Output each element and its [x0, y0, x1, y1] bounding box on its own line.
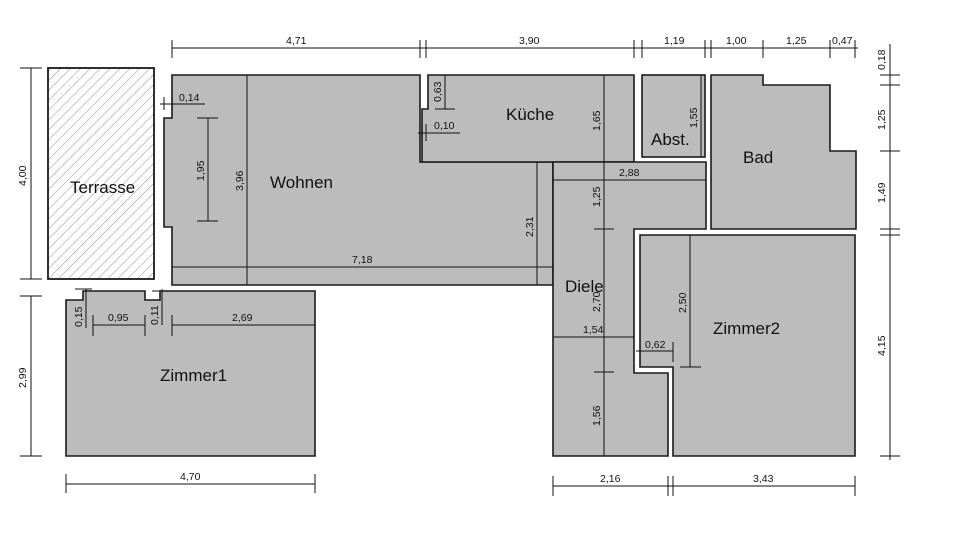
dim-bottom-right-line	[552, 476, 856, 496]
dim-zimmer1-step-width: 0,95	[108, 312, 129, 324]
dim-flur-width: 2,88	[619, 167, 640, 179]
dim-abst-height: 1,55	[688, 107, 700, 128]
dim-wohnen-niche-height-line	[197, 117, 218, 222]
dim-zimmer2-height-line	[680, 235, 701, 368]
dim-zimmer2-height: 2,50	[677, 292, 689, 313]
dim-bottom-right-1: 2,16	[600, 473, 621, 485]
dim-top-4: 1,00	[726, 35, 747, 47]
label-diele: Diele	[565, 277, 604, 296]
dim-bottom-zimmer1-line	[65, 474, 316, 493]
dim-top-5: 1,25	[786, 35, 807, 47]
dim-kueche-offset-line	[435, 75, 455, 110]
dim-bottom-zimmer1: 4,70	[180, 471, 201, 483]
dim-right-3: 1,49	[876, 182, 888, 203]
dim-zimmer2-niche-line	[636, 342, 674, 362]
label-zimmer2: Zimmer2	[713, 319, 780, 338]
label-zimmer1: Zimmer1	[160, 366, 227, 385]
dim-chain-top	[171, 40, 858, 58]
dim-wohnen-niche-height: 1,95	[195, 160, 207, 181]
dim-wohnen-niche-depth-line	[160, 97, 205, 110]
room-zimmer1	[65, 290, 316, 457]
dim-top-6: 0,47	[832, 35, 853, 47]
label-kueche: Küche	[506, 105, 554, 124]
dim-zimmer1-width: 2,69	[232, 312, 253, 324]
dim-zimmer1-step-height-line	[75, 288, 92, 328]
dim-wohnen-right-height: 2,31	[524, 216, 536, 237]
dim-flur-height: 1,25	[591, 186, 603, 207]
dim-zimmer2-niche: 0,62	[645, 339, 666, 351]
dim-zimmer1-gap-line	[152, 289, 168, 325]
room-zimmer2	[639, 234, 856, 457]
dim-kueche-wall-line	[418, 124, 460, 141]
dim-wohnen-height: 3,96	[234, 170, 246, 191]
room-diele	[552, 161, 707, 457]
room-abst	[641, 74, 706, 158]
dim-kueche-wall: 0,10	[434, 120, 455, 132]
label-terrasse: Terrasse	[70, 178, 135, 197]
label-abst: Abst.	[651, 130, 690, 149]
dim-wohnen-width: 7,18	[352, 254, 373, 266]
dim-left-terrasse: 4,00	[17, 165, 29, 186]
label-wohnen: Wohnen	[270, 173, 333, 192]
dim-top-3: 1,19	[664, 35, 685, 47]
dim-bottom-right-2: 3,43	[753, 473, 774, 485]
room-kueche	[421, 74, 635, 163]
dim-diele-height: 2,70	[591, 291, 603, 312]
dim-zimmer1-step-height: 0,15	[73, 306, 85, 327]
dim-zimmer1-step-width-line	[92, 315, 146, 336]
dim-top-1: 4,71	[286, 35, 307, 47]
dim-right-2: 1,25	[876, 109, 888, 130]
dim-kueche-height: 1,65	[591, 110, 603, 131]
dim-diele-line	[594, 229, 614, 456]
dim-diele-width: 1,54	[583, 324, 604, 336]
dim-zimmer1-gap: 0,11	[149, 305, 161, 325]
dim-wohnen-niche-depth: 0,14	[179, 92, 200, 104]
dim-left-terrasse-line	[20, 67, 42, 280]
dim-right-1: 0,18	[876, 49, 888, 70]
dim-kueche-offset: 0,63	[432, 81, 444, 102]
dim-right-4: 4,15	[876, 335, 888, 356]
dim-zimmer1-width-line	[171, 315, 315, 336]
dim-left-zimmer1: 2,99	[17, 367, 29, 388]
dim-diele-lower-height: 1,56	[591, 405, 603, 426]
dim-left-zimmer1-line	[20, 295, 42, 457]
room-bad	[710, 74, 857, 230]
room-terrasse	[47, 67, 155, 280]
label-bad: Bad	[743, 148, 773, 167]
dim-top-2: 3,90	[519, 35, 540, 47]
dim-chain-right	[880, 44, 900, 460]
